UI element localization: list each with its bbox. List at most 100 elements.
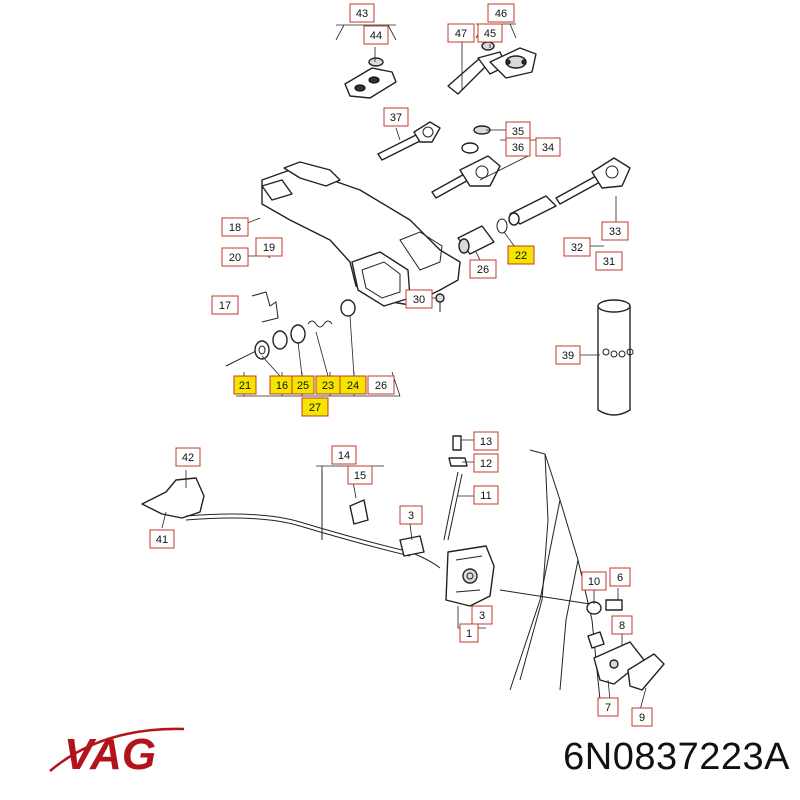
callout-label: 44 (370, 30, 382, 42)
callout-box (211, 295, 239, 315)
key-33 (555, 157, 631, 205)
callout-box (347, 465, 373, 485)
callout-box (477, 23, 503, 43)
callout-22: 22 (507, 245, 535, 265)
callout-box (473, 485, 499, 505)
callout-13: 13 (473, 431, 499, 451)
callout-box (339, 375, 367, 395)
callout-label: 21 (239, 380, 251, 392)
callout-45: 45 (477, 23, 503, 43)
callout-label: 8 (619, 620, 625, 632)
bracket-and-cable (141, 470, 441, 569)
callout-box (555, 345, 581, 365)
key-fob-remote (344, 57, 397, 99)
callout-box (349, 3, 375, 23)
callout-label: 34 (542, 142, 554, 154)
striker-and-screws (499, 589, 665, 691)
callout-label: 27 (309, 402, 321, 414)
part-number: 6N0837223A (563, 736, 790, 778)
callout-18: 18 (221, 217, 249, 237)
callout-label: 6 (617, 572, 623, 584)
callout-label: 30 (413, 294, 425, 306)
callout-label: 39 (562, 350, 574, 362)
callout-26: 26 (367, 375, 395, 395)
callout-box (291, 375, 315, 395)
callout-box (597, 697, 619, 717)
callout-box (301, 397, 329, 417)
callout-label: 3 (479, 610, 485, 622)
callout-box (405, 289, 433, 309)
callout-39: 39 (555, 345, 581, 365)
callout-box (459, 623, 479, 643)
callout-label: 18 (229, 222, 241, 234)
callout-label: 24 (347, 380, 359, 392)
vag-logo-text: VAG (64, 730, 156, 779)
callout-label: 26 (375, 380, 387, 392)
part-drawings (141, 41, 665, 701)
callout-label: 42 (182, 452, 194, 464)
callout-42: 42 (175, 447, 201, 467)
callout-box (149, 529, 175, 549)
key-36 (431, 125, 501, 199)
callout-box (233, 375, 257, 395)
callout-box (447, 23, 475, 43)
callout-box (601, 221, 629, 241)
key-37 (377, 121, 441, 161)
callout-label: 43 (356, 8, 368, 20)
callout-box (383, 107, 409, 127)
folding-key-transmitter (447, 41, 537, 95)
callout-10: 10 (581, 571, 607, 591)
callout-7: 7 (597, 697, 619, 717)
callout-34: 34 (535, 137, 561, 157)
callout-box (505, 137, 531, 157)
callout-box (399, 505, 423, 525)
callout-box (473, 453, 499, 473)
callout-9: 9 (631, 707, 653, 727)
callout-label: 45 (484, 28, 496, 40)
callout-label: 10 (588, 576, 600, 588)
callout-box (221, 247, 249, 267)
callout-label: 25 (297, 380, 309, 392)
callout-label: 41 (156, 534, 168, 546)
callout-label: 32 (571, 242, 583, 254)
callout-1: 1 (459, 623, 479, 643)
callout-box (331, 445, 357, 465)
leader-lines (161, 23, 647, 711)
callout-box (609, 567, 631, 587)
callout-box (221, 217, 249, 237)
callout-41: 41 (149, 529, 175, 549)
callout-16: 16 (269, 375, 295, 395)
callout-label: 1 (466, 628, 472, 640)
callout-box (563, 237, 591, 257)
callout-label: 31 (603, 256, 615, 268)
callout-14: 14 (331, 445, 357, 465)
callout-label: 17 (219, 300, 231, 312)
callout-32: 32 (563, 237, 591, 257)
callout-label: 11 (480, 490, 491, 502)
callout-box (535, 137, 561, 157)
callout-label: 35 (512, 126, 524, 138)
callout-23: 23 (315, 375, 341, 395)
callout-label: 33 (609, 226, 621, 238)
callout-3: 3 (471, 605, 493, 625)
callout-label: 46 (495, 8, 507, 20)
callout-label: 13 (480, 436, 492, 448)
vag-logo: VAG (49, 727, 185, 779)
callout-24: 24 (339, 375, 367, 395)
callout-label: 19 (263, 242, 275, 254)
callout-label: 7 (605, 702, 611, 714)
callout-12: 12 (473, 453, 499, 473)
callout-label: 23 (322, 380, 334, 392)
callout-3: 3 (399, 505, 423, 525)
callout-label: 12 (480, 458, 492, 470)
callout-25: 25 (291, 375, 315, 395)
callout-11: 11 (473, 485, 499, 505)
callout-box (595, 251, 623, 271)
lock-small-parts (225, 291, 356, 367)
door-frame (509, 449, 601, 701)
callout-label: 14 (338, 450, 350, 462)
callout-15: 15 (347, 465, 373, 485)
callout-17: 17 (211, 295, 239, 315)
callout-label: 47 (455, 28, 467, 40)
